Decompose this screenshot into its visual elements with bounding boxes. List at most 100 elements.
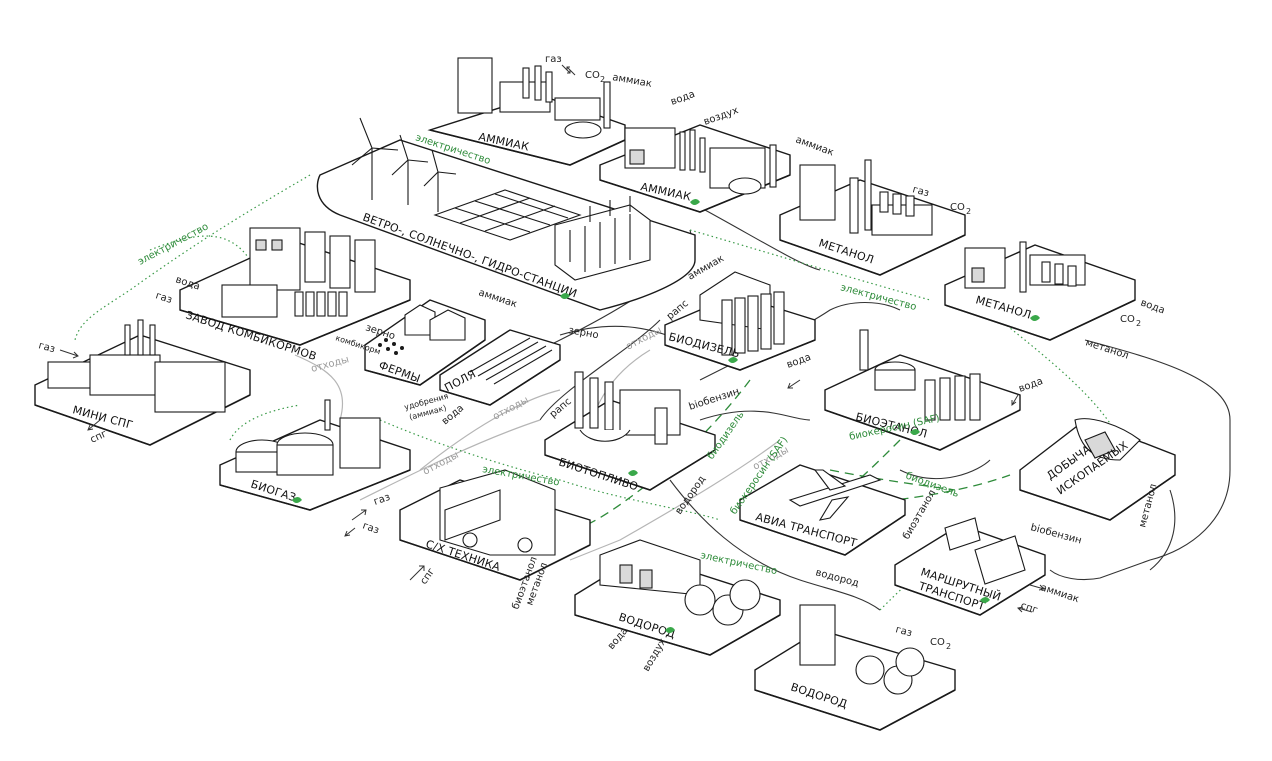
tile-feed-plant[interactable]: ЗАВОД КОМБИКОРМОВ	[179, 227, 411, 363]
label-hydrogen-1: водород	[673, 474, 708, 517]
arrow-icon	[59, 349, 79, 359]
eco-leaf-icon	[1030, 315, 1040, 321]
label-lng-1: спг	[89, 428, 109, 445]
arrow-icon	[1011, 394, 1019, 406]
eco-leaf-icon	[690, 199, 700, 205]
methanol-line-right	[1149, 489, 1176, 571]
wind-turbine-icon	[351, 117, 457, 212]
label-grain-2: зерно	[567, 325, 599, 341]
electricity-line-4	[689, 229, 931, 301]
label-lng-3: спг	[1019, 600, 1039, 616]
arrow-icon	[87, 419, 101, 431]
renewables-to-methanol-line	[704, 209, 821, 271]
arrow-icon	[351, 509, 367, 521]
label-compound-feed: комбикорм	[334, 333, 381, 356]
label-co2-sub-1: 2	[600, 75, 605, 84]
arrow-icon	[787, 379, 801, 389]
arrow-icon	[1016, 606, 1033, 613]
eco-leaf-icon	[665, 627, 675, 633]
label-ammonia-2: аммиак	[794, 134, 835, 158]
arrow-icon	[409, 565, 425, 581]
tile-biogas[interactable]: БИОГАЗ	[219, 399, 411, 511]
waste-line-2	[419, 389, 561, 471]
label-gas-7: газ	[894, 624, 913, 639]
arrow-icon	[561, 64, 571, 74]
tile-bioethanol[interactable]: БИОЭТАНОЛ	[824, 329, 1021, 451]
label-gas-6: газ	[361, 520, 380, 536]
waste-line-1	[294, 354, 344, 421]
label-water-4: вода	[785, 352, 812, 371]
label-gas-3: газ	[37, 340, 56, 355]
bus-icon	[944, 517, 1026, 585]
label-co2-4: CO	[930, 637, 945, 648]
biokerosene-line	[839, 439, 901, 496]
eco-leaf-icon	[728, 357, 738, 363]
biodiesel-to-bus-line	[829, 469, 956, 491]
label-gas-1: газ	[545, 54, 562, 65]
electricity-line-1	[74, 174, 311, 341]
solar-panel-icon	[433, 189, 582, 241]
label-gas-2: газ	[154, 290, 173, 306]
label-electricity-2: электричество	[136, 221, 210, 267]
label-co2-3: CO	[1120, 314, 1135, 325]
tile-hydrogen-left[interactable]: ВОДОРОД	[574, 539, 781, 656]
waste-line-5	[569, 439, 781, 561]
eco-leaf-icon	[980, 597, 990, 603]
hydro-dam-icon	[554, 196, 651, 281]
biodiesel-line	[574, 379, 751, 531]
label-ammonia-3: аммиак	[477, 287, 518, 310]
tile-ag-machinery[interactable]: С/Х ТЕХНИКА	[399, 469, 591, 581]
label-biogasoline-1: biобензин	[688, 386, 741, 413]
label-water-1: вода	[669, 89, 696, 108]
io-arrows	[59, 64, 1046, 613]
label-co2-2: CO	[950, 202, 965, 213]
waste-line-3	[359, 419, 541, 501]
tile-hydrogen-right[interactable]: ВОДОРОД	[754, 604, 956, 731]
eco-leaf-icon	[910, 429, 920, 435]
tile-mining[interactable]: ДОБЫЧА ИСКОПАЕМЫХ	[1019, 418, 1176, 521]
label-methanol-1: метанол	[1084, 337, 1130, 361]
label-co2-sub-4: 2	[946, 642, 951, 651]
tile-ammonia-mid[interactable]: АММИАК	[599, 124, 791, 213]
silo-cluster-icon	[294, 291, 348, 317]
label-co2-sub-2: 2	[966, 207, 971, 216]
trees-icon	[378, 338, 404, 355]
label-co2-sub-3: 2	[1136, 319, 1141, 328]
tile-methanol-mid[interactable]: МЕТАНОЛ	[779, 159, 966, 276]
electricity-line-5	[379, 419, 721, 521]
tile-mini-lng[interactable]: МИНИ СПГ	[34, 319, 251, 446]
label-gas-5: газ	[372, 492, 391, 508]
label-water-6: вода	[1139, 297, 1166, 316]
bioethanol-to-bus-line	[899, 459, 991, 480]
label-co2-1: CO	[585, 70, 600, 81]
methanol-loop-line	[1049, 339, 1231, 581]
label-ammonia-5: аммиак	[1039, 582, 1080, 605]
arrow-icon	[566, 66, 576, 76]
label-air-2: воздух	[641, 637, 669, 674]
rapeseed-line	[539, 319, 661, 421]
arrow-icon	[1029, 584, 1046, 591]
arrow-icon	[344, 527, 356, 537]
label-gas-4: газ	[911, 184, 930, 199]
airplane-icon	[788, 469, 882, 521]
label-water-5: вода	[1017, 376, 1044, 395]
label-electricity-3: электричество	[839, 282, 917, 313]
eco-leaf-icon	[560, 293, 570, 299]
eco-leaf-icon	[292, 497, 302, 503]
tile-farms[interactable]: ФЕРМЫ	[364, 299, 486, 386]
electricity-line-9	[229, 404, 301, 441]
tile-route-transport[interactable]: МАРШРУТНЫЙ ТРАНСПОРТ	[894, 517, 1046, 616]
tile-biodiesel[interactable]: БИОДИЗЕЛЬ	[664, 271, 816, 371]
electricity-line-2	[149, 235, 251, 261]
eco-leaf-icon	[628, 470, 638, 476]
tile-methanol-right[interactable]: МЕТАНОЛ	[944, 241, 1136, 341]
label-biogasoline-2: biобензин	[1029, 522, 1083, 546]
label-ammonia-1: аммиак	[611, 72, 652, 90]
label-rapeseed-1: рапс	[548, 396, 574, 420]
biobenzin-line	[699, 410, 811, 421]
tile-ammonia-top[interactable]: АММИАК	[427, 57, 626, 166]
tile-fields[interactable]: ПОЛЯ	[439, 329, 561, 406]
label-electricity-5: электричество	[699, 550, 778, 577]
